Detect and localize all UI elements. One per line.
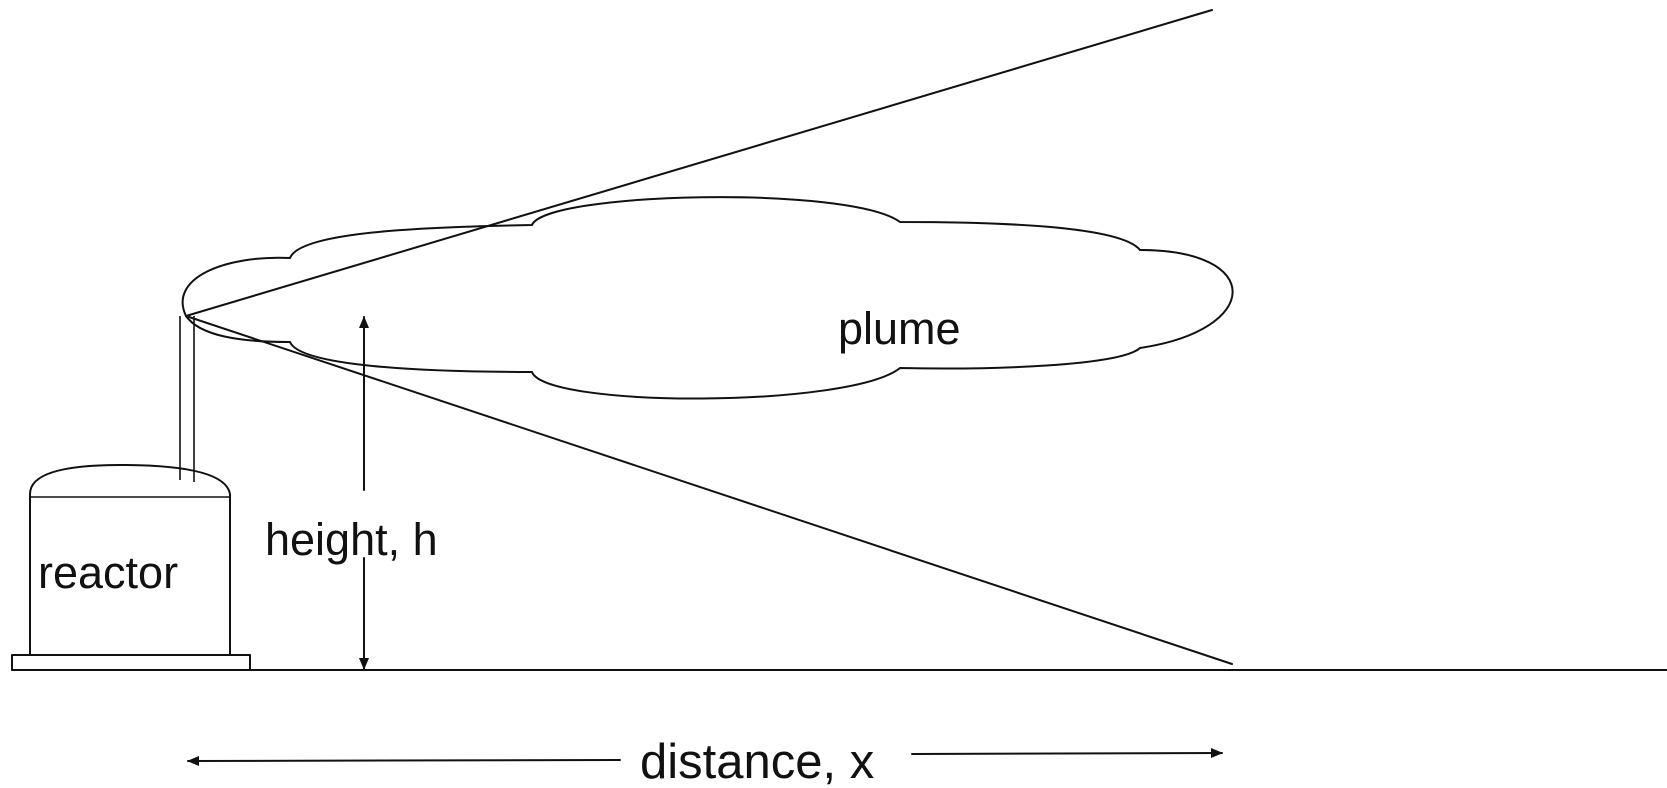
height-label: height, h <box>265 514 438 565</box>
distance-arrow-left <box>187 755 621 766</box>
reactor-building <box>29 464 231 656</box>
distance-label: distance, x <box>640 735 874 788</box>
plume-lower-spread-line <box>185 315 1233 665</box>
plume-cloud <box>181 196 1234 400</box>
distance-arrow-right <box>911 748 1223 759</box>
plume-upper-spread-line <box>185 9 1213 317</box>
reactor-base <box>11 654 251 671</box>
reactor-label: reactor <box>38 547 178 598</box>
plume-label: plume <box>838 303 961 354</box>
